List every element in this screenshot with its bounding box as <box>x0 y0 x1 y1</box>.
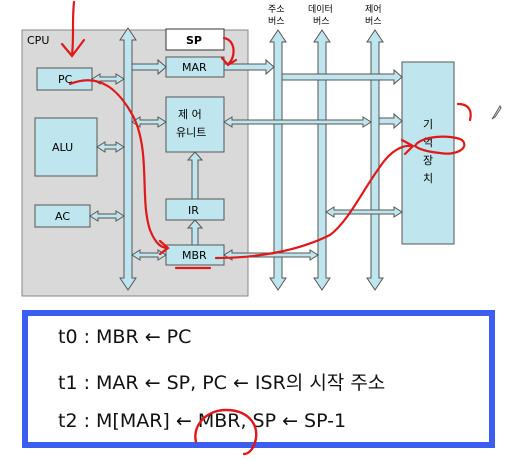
ir-label: IR <box>188 204 199 217</box>
handwritten-annotations <box>60 0 472 270</box>
cpu-diagram: CPU 주소 버스 데이터 버스 제어 버스 기 억 장 치 PC ALU AC… <box>21 0 502 297</box>
control-unit-bus-arrow <box>131 116 167 128</box>
control-bus-to-memory-arrow <box>378 112 403 130</box>
alu-label: ALU <box>52 141 73 154</box>
sp-register <box>165 28 225 51</box>
micro-operation-steps: t0 : MBR ← PC t1 : MAR ← SP, PC ← ISR의 시… <box>22 310 495 448</box>
alu-unit <box>34 117 98 177</box>
ac-bus-arrow <box>89 210 125 222</box>
alu-bus-arrow <box>96 141 125 153</box>
sp-label: SP <box>186 34 202 47</box>
annotation-pc-to-mbr <box>68 79 170 256</box>
mar-to-address-bus-arrow <box>223 58 275 76</box>
control-unit-to-control-bus-arrow <box>223 116 372 128</box>
mbr-label: MBR <box>182 249 207 262</box>
memory-label-1: 기 <box>423 118 433 131</box>
control-bus <box>366 29 384 291</box>
data-bus-memory-arrow <box>325 206 403 218</box>
memory-label-4: 치 <box>423 172 433 185</box>
annotation-memory-loop <box>413 135 466 155</box>
data-bus <box>313 29 331 291</box>
bus-mbr-arrow <box>131 249 167 261</box>
memory-label-3: 장 <box>423 154 433 167</box>
step-t0: t0 : MBR ← PC <box>58 326 192 348</box>
mbr-to-ir-arrow <box>186 219 204 246</box>
address-bus-label-2: 버스 <box>268 16 285 27</box>
data-bus-label-1: 데이터 <box>308 4 333 15</box>
control-unit <box>165 96 225 153</box>
cpu-internal-bus <box>119 27 137 291</box>
address-bus <box>269 29 287 291</box>
control-unit-label-1: 제 어 <box>178 108 202 121</box>
pc-label: PC <box>58 73 73 86</box>
cpu-label: CPU <box>27 34 49 47</box>
ac-label: AC <box>55 210 70 223</box>
data-bus-label-2: 버스 <box>313 16 330 27</box>
address-to-memory-arrow <box>281 68 403 86</box>
ir-to-control-arrow <box>186 151 204 200</box>
control-bus-label-1: 제어 <box>365 4 382 15</box>
address-bus-label-1: 주소 <box>268 4 285 15</box>
pencil-cursor-icon <box>491 104 502 120</box>
step-t1: t1 : MAR ← SP, PC ← ISR의 시작 주소 <box>58 372 386 394</box>
annotation-memory-bracket <box>456 102 472 122</box>
bus-to-mar-arrow <box>131 58 167 76</box>
annotation-arrow-to-cpu <box>60 0 86 58</box>
mar-label: MAR <box>182 61 207 74</box>
control-unit-label-2: 유니트 <box>176 126 206 139</box>
annotation-mar-bracket-circle <box>194 408 258 456</box>
annotation-mbr-to-memory <box>214 138 415 260</box>
memory-label-2: 억 <box>423 136 433 149</box>
control-bus-label-2: 버스 <box>365 16 382 27</box>
annotation-sp-to-mar <box>220 36 238 67</box>
